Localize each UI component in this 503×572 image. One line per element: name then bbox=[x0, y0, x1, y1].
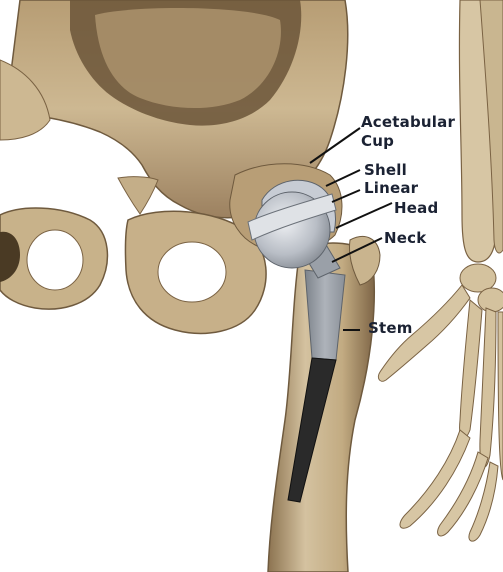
label-cup: Cup bbox=[361, 132, 394, 150]
hand-skeleton bbox=[378, 0, 503, 541]
label-linear: Linear bbox=[364, 179, 419, 197]
leader-head bbox=[336, 203, 392, 228]
labels: Acetabular Cup Shell Linear Head Neck St… bbox=[361, 113, 455, 337]
coccyx bbox=[118, 177, 158, 214]
left-obturator-foramen bbox=[27, 230, 83, 290]
right-obturator-foramen bbox=[158, 242, 226, 302]
label-shell: Shell bbox=[364, 161, 407, 179]
label-acetabular: Acetabular bbox=[361, 113, 455, 131]
label-head: Head bbox=[394, 199, 438, 217]
label-neck: Neck bbox=[384, 229, 427, 247]
label-stem: Stem bbox=[368, 319, 413, 337]
